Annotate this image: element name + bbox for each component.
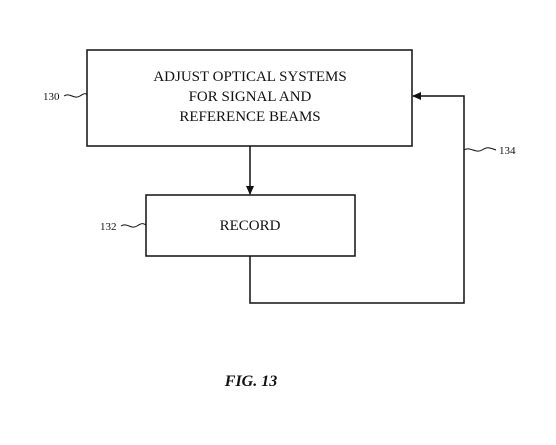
ref-leader-130 xyxy=(63,93,88,98)
record-box-label: RECORD xyxy=(220,218,281,234)
ref-leader-132 xyxy=(120,223,147,228)
adjust-box-line-1: ADJUST OPTICAL SYSTEMS xyxy=(153,69,346,85)
adjust-box-line-3: REFERENCE BEAMS xyxy=(179,109,320,125)
ref-label-130: 130 xyxy=(43,91,60,103)
ref-leader-134 xyxy=(463,147,497,152)
figure-caption: FIG. 13 xyxy=(224,373,277,390)
ref-label-132: 132 xyxy=(100,221,117,233)
feedback-loop-path xyxy=(249,92,465,304)
adjust-box-line-2: FOR SIGNAL AND xyxy=(189,89,312,105)
ref-label-134: 134 xyxy=(499,145,516,157)
